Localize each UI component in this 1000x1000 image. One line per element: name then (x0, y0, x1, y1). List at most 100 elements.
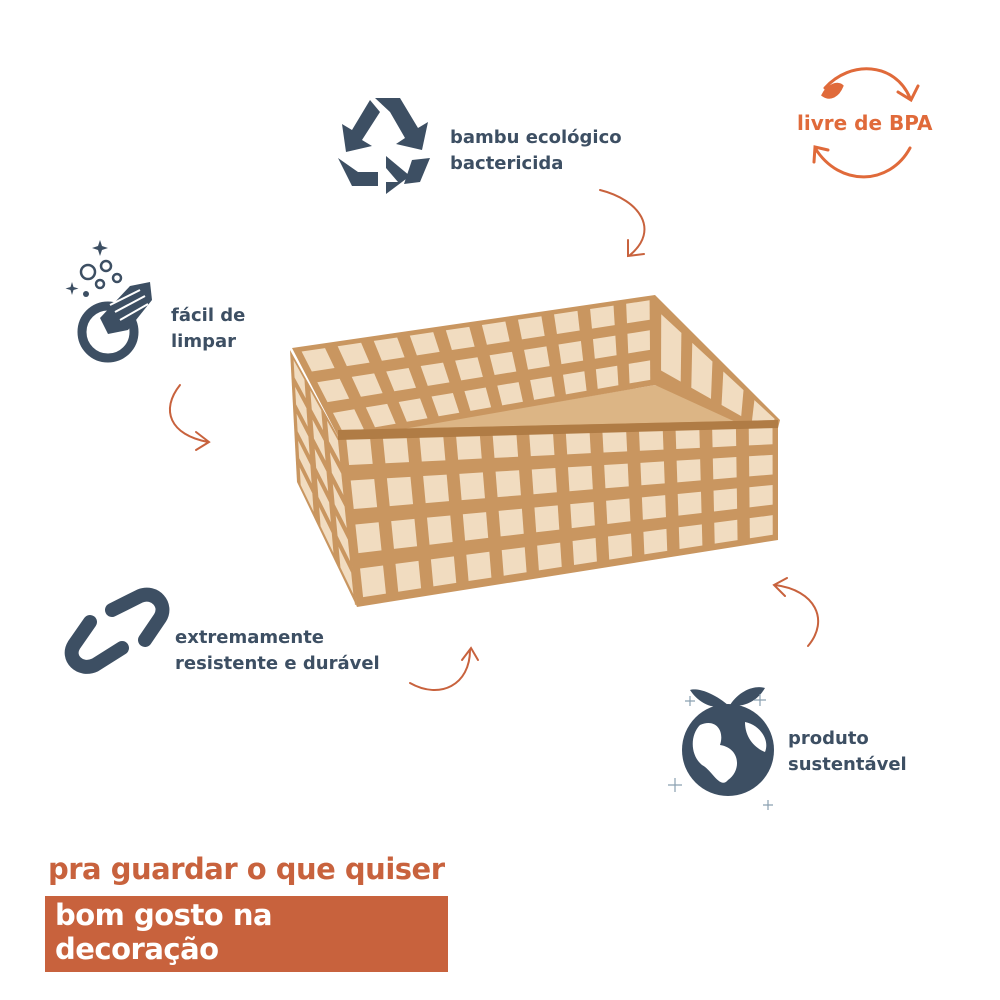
feature-sustainable-line1: produto (788, 728, 869, 749)
basket-grid-opening (335, 515, 351, 562)
earth-leaf-icon (668, 687, 774, 810)
basket-grid-opening (360, 565, 386, 598)
basket-front-rim (338, 420, 778, 440)
basket-grid-opening (395, 560, 422, 592)
basket-grid-opening (299, 467, 314, 512)
basket-grid-opening (714, 519, 738, 544)
basket-grid-opening (423, 474, 450, 504)
basket-grid-opening (604, 463, 629, 489)
basket-grid-opening (595, 365, 619, 389)
basket-grid-opening (316, 477, 331, 523)
basket-grid-opening (676, 459, 701, 483)
basket-grid-opening (712, 425, 737, 448)
basket-grid-opening (661, 314, 682, 382)
basket-grid-opening (419, 433, 446, 462)
basket-grid-opening (748, 424, 773, 446)
cycle-arrows-icon (812, 67, 920, 179)
feature-durable-line1: extremamente (175, 627, 325, 648)
basket-grid-opening (310, 390, 323, 431)
basket-grid-opening (365, 403, 396, 428)
basket-grid-opening (497, 382, 523, 406)
basket-grid-opening (537, 542, 562, 571)
feature-bamboo-line1: bambu ecológico (450, 127, 622, 148)
basket-grid-opening (489, 351, 517, 376)
basket-grid-opening (602, 428, 628, 453)
feature-clean-line2: limpar (171, 331, 237, 352)
basket-grid-opening (373, 337, 405, 361)
basket-grid-opening (351, 373, 383, 397)
basket-grid-opening (337, 342, 370, 367)
basket-grid-opening (455, 357, 483, 381)
basket-grid-opening (643, 528, 668, 555)
basket-grid-opening (382, 434, 410, 464)
feature-bpa-label: livre de BPA (797, 111, 933, 135)
basket-grid-opening (355, 522, 382, 554)
basket-grid-opening (712, 457, 737, 480)
feature-sustainable-line2: sustentável (788, 754, 907, 775)
curved-arrows (169, 189, 819, 692)
basket-grid-opening (638, 427, 664, 451)
basket-grid-opening (562, 371, 587, 395)
basket-grid-opening (534, 505, 560, 533)
basket-grid-opening (627, 330, 650, 354)
basket-grid-opening (398, 398, 428, 422)
basket-grid-opening (455, 432, 482, 460)
basket-grid-opening (314, 448, 329, 492)
basket-grid-opening (501, 547, 527, 576)
basket-grid-opening (691, 342, 713, 399)
feature-durable-line2: resistente e durável (175, 653, 380, 674)
basket-grid-opening (312, 419, 326, 461)
basket-grid-opening (332, 483, 347, 529)
recycle-icon (338, 98, 430, 194)
basket-grid-opening (678, 524, 703, 549)
basket-grid-opening (606, 498, 631, 524)
basket-grid-opening (529, 430, 555, 457)
arrow-icon (169, 384, 211, 451)
basket-grid-opening (338, 546, 354, 595)
basket-grid-opening (391, 518, 418, 549)
basket-right-wall (655, 295, 780, 440)
arrow-icon (599, 189, 646, 258)
basket-grid-opening (524, 346, 550, 370)
feature-sustainable: produto sustentável (788, 726, 907, 778)
basket-grid-opening (626, 300, 650, 324)
feature-clean: fácil de limpar (171, 303, 245, 355)
hand-washing-icon (65, 240, 152, 363)
basket-grid-opening (430, 556, 457, 587)
basket-grid-opening (295, 386, 308, 427)
basket-grid-opening (293, 360, 306, 399)
basket-grid-opening (675, 426, 700, 449)
basket-grid-opening (301, 348, 335, 372)
basket-grid-opening (567, 465, 593, 492)
basket-grid-opening (592, 335, 617, 359)
basket-grid-opening (420, 362, 450, 386)
basket-grid-opening (386, 476, 414, 507)
basket-grid-opening (677, 491, 702, 516)
basket-grid-opening (495, 470, 521, 498)
basket-grid-opening (409, 332, 440, 356)
basket-grid-opening (498, 508, 524, 537)
tagline-highlight: bom gosto na decoração (45, 896, 448, 972)
basket-grid-opening (531, 468, 557, 495)
basket-grid-opening (431, 392, 460, 417)
basket-grid-opening (554, 310, 580, 334)
basket-grid-opening (721, 371, 744, 417)
basket-grid-opening (570, 501, 595, 529)
basket-grid-opening (464, 387, 492, 411)
feature-bamboo-line2: bactericida (450, 153, 564, 174)
arrow-icon (772, 577, 819, 647)
feature-durable: extremamente resistente e durável (175, 625, 380, 677)
basket-grid-opening (713, 488, 738, 512)
basket-grid-opening (327, 420, 341, 462)
basket-grid-opening (628, 360, 651, 384)
basket-grid-opening (319, 507, 334, 553)
feature-bamboo: bambu ecológico bactericida (450, 125, 622, 177)
basket-grid-opening (517, 316, 545, 340)
basket-grid-opening (590, 305, 615, 329)
basket-grid-opening (462, 512, 489, 541)
basket-grid-opening (530, 376, 555, 400)
arrow-icon (409, 646, 479, 692)
chain-link-icon (64, 587, 170, 674)
basket-grid-opening (572, 538, 597, 566)
